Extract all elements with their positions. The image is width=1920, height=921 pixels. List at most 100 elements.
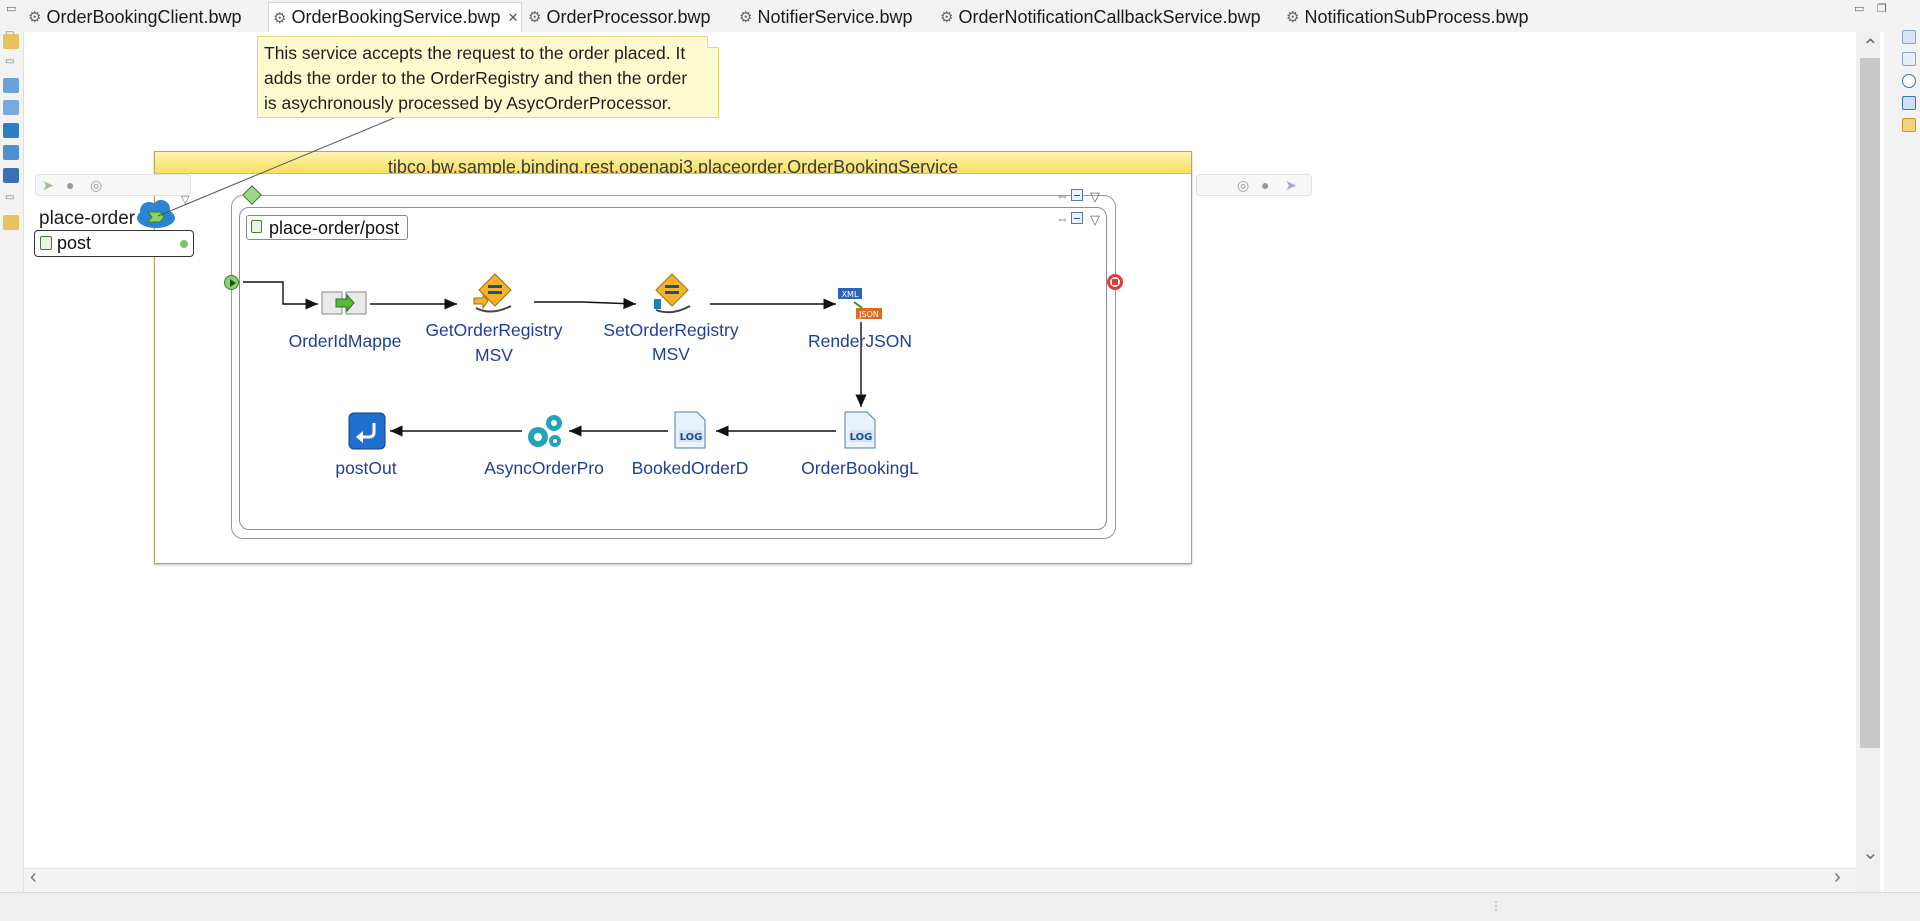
async-subprocess-gears-icon[interactable]	[524, 411, 566, 451]
debug-view-icon[interactable]	[1902, 118, 1916, 132]
annotation-note[interactable]: This service accepts the request to the …	[257, 36, 719, 118]
tab-label: OrderBookingService.bwp	[291, 7, 501, 27]
palette-general-icon[interactable]	[3, 34, 19, 49]
minimize-editor-icon[interactable]: ▭	[1854, 3, 1865, 15]
scroll-down-icon[interactable]: ⌄	[1862, 842, 1879, 864]
collapse-scope-icon[interactable]	[1071, 189, 1083, 201]
status-bar-grip-icon: ⋮	[1490, 899, 1502, 913]
operation-method-box[interactable]: post	[34, 230, 194, 257]
palette-collapse-icon[interactable]: ▭	[5, 56, 15, 67]
collapse-process-icon[interactable]	[1071, 212, 1083, 224]
activity-set-order-registry-line1[interactable]: SetOrderRegistry	[603, 320, 739, 340]
status-bar: ⋮	[0, 892, 1920, 921]
log-icon[interactable]: LOG	[843, 410, 879, 450]
scope-link-icon[interactable]: ⇔	[1056, 211, 1069, 226]
activity-booked-order[interactable]: BookedOrderD	[631, 458, 749, 478]
process-end-icon[interactable]	[1107, 274, 1123, 290]
add-service-icon[interactable]: ➤	[42, 177, 54, 193]
process-menu-icon[interactable]: ▽	[1090, 212, 1100, 227]
tab-order-processor[interactable]: ⚙ OrderProcessor.bwp	[526, 2, 726, 32]
tab-notification-sub-process[interactable]: ⚙ NotificationSubProcess.bwp	[1284, 2, 1544, 32]
process-file-icon: ⚙	[1286, 9, 1300, 26]
service-right-toolbar: ◎ ● ➤	[1196, 174, 1312, 196]
activity-post-out[interactable]: postOut	[335, 458, 397, 478]
log-icon[interactable]: LOG	[673, 410, 709, 450]
palette-collapse-icon[interactable]: ▭	[5, 28, 14, 39]
tab-label: OrderProcessor.bwp	[546, 6, 711, 27]
palette-collapse-icon[interactable]: ▭	[5, 192, 15, 203]
scope-menu-icon[interactable]: ▽	[1090, 189, 1100, 204]
vertical-scroll-thumb[interactable]	[1860, 58, 1880, 748]
minimize-view-icon[interactable]: ▭	[6, 3, 17, 15]
scroll-left-icon[interactable]: ‹	[30, 866, 37, 888]
note-line: adds the order to the OrderRegistry and …	[264, 68, 688, 88]
reference-binding-icon[interactable]: ◎	[1237, 177, 1250, 193]
maximize-editor-icon[interactable]: ❐	[1877, 3, 1887, 15]
tab-notifier-service[interactable]: ⚙ NotifierService.bwp	[737, 2, 917, 32]
horizontal-scrollbar[interactable]	[24, 868, 1856, 892]
activity-get-order-registry-line2[interactable]: MSV	[475, 345, 513, 365]
tab-order-notification-callback-service[interactable]: ⚙ OrderNotificationCallbackService.bwp	[938, 2, 1268, 32]
scroll-right-icon[interactable]: ›	[1834, 866, 1841, 888]
palette-mapper-icon[interactable]	[3, 100, 19, 115]
properties-view-icon[interactable]	[1902, 52, 1916, 66]
operation-name[interactable]: place-order	[39, 208, 136, 229]
scroll-up-icon[interactable]: ⌃	[1862, 36, 1879, 58]
reference-info-icon[interactable]: ●	[1261, 177, 1270, 193]
note-fold-corner	[707, 36, 719, 48]
service-info-icon[interactable]: ●	[66, 177, 75, 193]
palette-service-icon[interactable]	[3, 145, 19, 160]
outline-view-icon[interactable]	[1902, 30, 1916, 44]
process-title-box[interactable]: place-order/post	[246, 215, 408, 240]
add-reference-icon[interactable]: ➤	[1285, 177, 1297, 193]
activity-render-json[interactable]: RenderJSON	[807, 331, 913, 351]
json-badge-text: JSON	[858, 310, 879, 319]
render-json-icon[interactable]: XML JSON	[836, 286, 886, 322]
note-line: This service accepts the request to the …	[264, 43, 686, 63]
palette-folder-icon[interactable]	[3, 215, 19, 230]
process-file-icon: ⚙	[739, 9, 753, 26]
activity-order-id-mapper[interactable]: OrderIdMappe	[288, 331, 402, 351]
tab-label: NotificationSubProcess.bwp	[1304, 6, 1529, 27]
transition-get-to-set	[534, 297, 637, 310]
reply-icon[interactable]	[348, 412, 386, 450]
help-icon[interactable]	[1902, 74, 1916, 88]
activity-async-order-processor[interactable]: AsyncOrderPro	[484, 458, 604, 478]
console-view-icon[interactable]	[1902, 96, 1916, 110]
process-file-icon: ⚙	[273, 9, 287, 27]
scope-link-icon[interactable]: ⇔	[1056, 188, 1069, 203]
process-start-icon[interactable]	[224, 275, 239, 290]
activity-get-order-registry-line1[interactable]: GetOrderRegistry	[425, 320, 563, 340]
shared-variable-set-icon[interactable]	[650, 272, 698, 316]
process-file-icon: ⚙	[940, 9, 954, 26]
service-title: tibco.bw.sample.binding.rest.openapi3.pl…	[155, 152, 1191, 174]
note-anchor-line	[157, 117, 395, 217]
rest-method-icon	[40, 236, 52, 250]
mapper-icon[interactable]	[320, 289, 370, 319]
rest-cloud-icon[interactable]	[134, 199, 178, 229]
tab-order-booking-service[interactable]: ⚙ OrderBookingService.bwp ✕	[268, 2, 522, 32]
activity-order-booking-log[interactable]: OrderBookingL	[801, 458, 919, 478]
close-tab-icon[interactable]: ✕	[507, 9, 519, 25]
process-file-icon: ⚙	[528, 9, 542, 26]
palette-rest-icon[interactable]	[3, 123, 19, 138]
process-file-icon: ⚙	[28, 9, 42, 26]
process-scope-inner[interactable]	[239, 207, 1107, 530]
note-line: is asychronously processed by AsycOrderP…	[264, 93, 672, 113]
transition-start-to-mapper	[243, 281, 318, 310]
connection-dot-icon[interactable]	[180, 240, 188, 248]
log-badge-text: LOG	[850, 432, 873, 443]
editor-tab-bar: ▭ ⚙ OrderBookingClient.bwp ⚙ OrderBookin…	[0, 0, 1920, 32]
xml-badge-text: XML	[842, 290, 859, 299]
shared-variable-get-icon[interactable]	[471, 272, 519, 316]
activity-set-order-registry-line2[interactable]: MSV	[652, 344, 690, 364]
tab-label: OrderBookingClient.bwp	[46, 6, 242, 27]
tab-order-booking-client[interactable]: ⚙ OrderBookingClient.bwp	[26, 2, 266, 32]
process-icon	[251, 220, 262, 233]
expand-toggle-icon[interactable]: ▽	[181, 194, 190, 206]
service-binding-icon[interactable]: ◎	[90, 177, 103, 193]
service-left-toolbar: ➤ ● ◎	[35, 174, 191, 196]
palette-database-icon[interactable]	[3, 168, 19, 183]
palette-structure-icon[interactable]	[3, 78, 19, 93]
